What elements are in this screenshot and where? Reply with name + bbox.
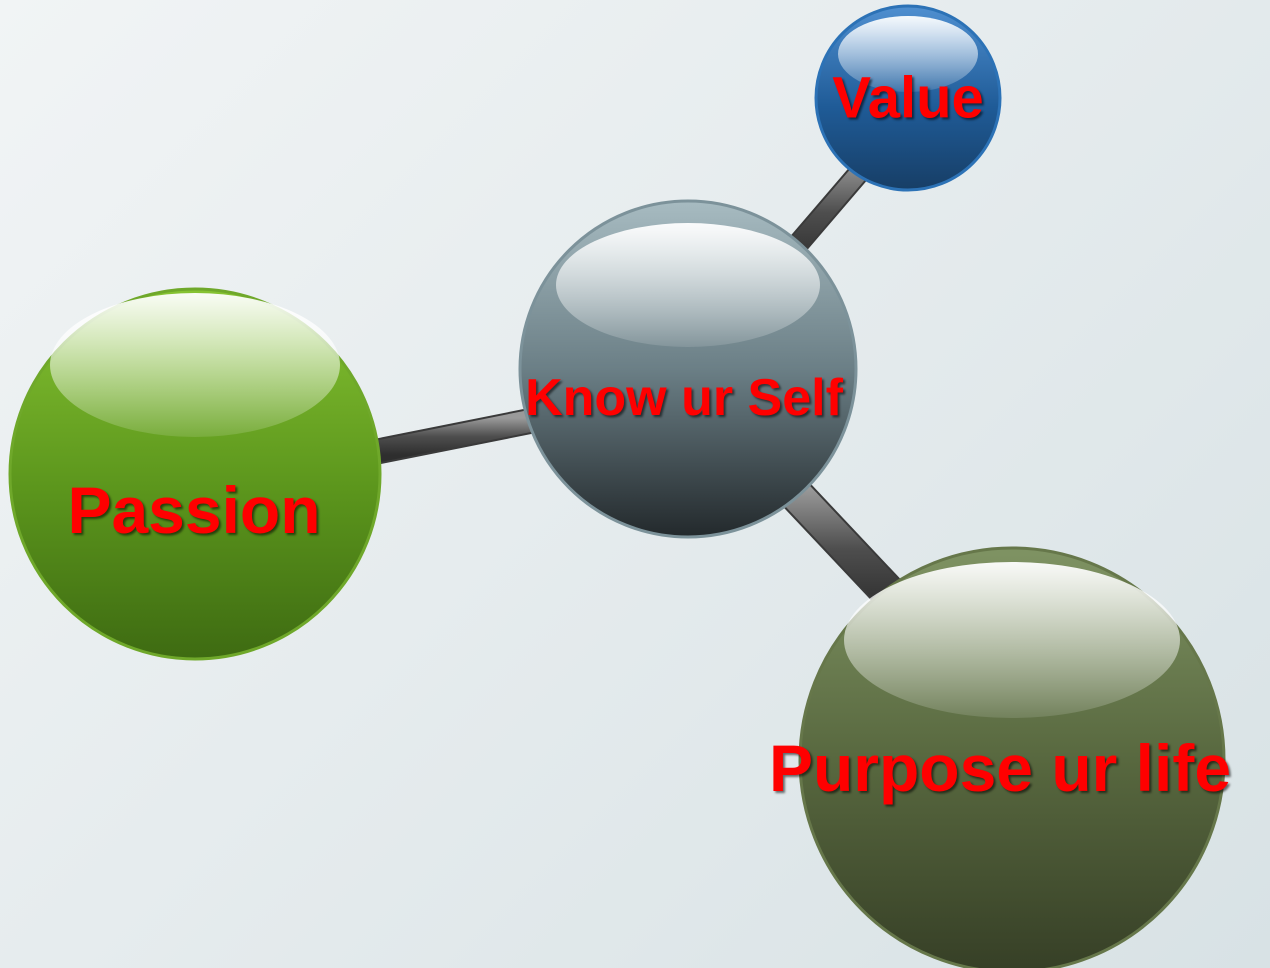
node-purpose-sphere: [798, 546, 1226, 968]
node-passion-label: Passion: [67, 473, 321, 547]
node-self-label: Know ur Self: [525, 369, 843, 427]
node-self-sphere: [518, 199, 858, 539]
connector-self-passion: [357, 405, 548, 468]
node-value-label: Value: [832, 65, 984, 131]
node-value-sphere: [814, 4, 1002, 192]
node-purpose-label: Purpose ur life: [768, 731, 1232, 805]
node-passion-sphere: [8, 287, 382, 661]
